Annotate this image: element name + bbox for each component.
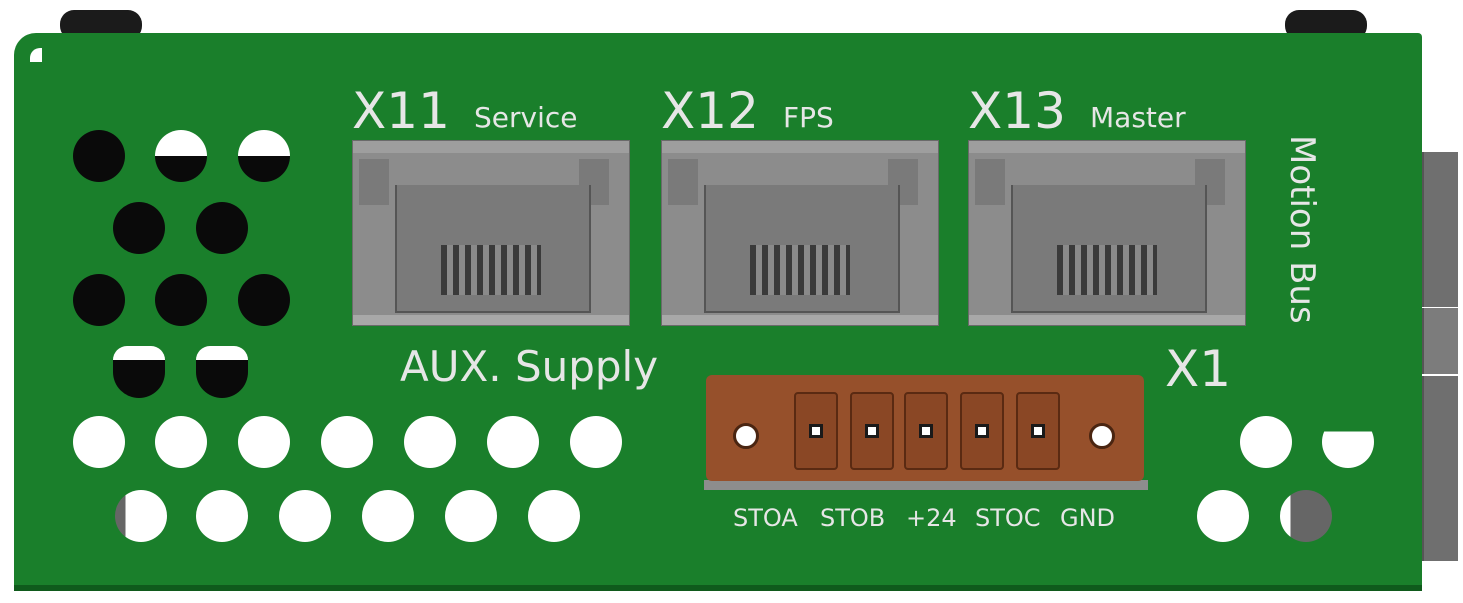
jack-contacts: [441, 245, 541, 295]
jack-contacts: [1057, 245, 1157, 295]
jack-shell-top: [662, 141, 938, 153]
vent-hole: [238, 416, 290, 468]
vent-hole: [487, 416, 539, 468]
vent-hole: [1240, 416, 1292, 468]
terminal-screw: [865, 424, 879, 438]
vent-hole: [196, 346, 248, 360]
jack-tab-left: [359, 159, 389, 205]
jack-tab-left: [668, 159, 698, 205]
vent-hole: [238, 274, 290, 326]
pcb-edge: [14, 585, 1422, 591]
jack-base: [969, 315, 1245, 325]
port-name-fps: FPS: [783, 101, 834, 134]
motion-bus-label: Motion Bus: [1282, 135, 1322, 324]
corner-mark: [30, 48, 42, 62]
terminal-gnd[interactable]: [1016, 392, 1060, 470]
jack-tab-left: [975, 159, 1005, 205]
terminal-screw: [809, 424, 823, 438]
port-name-service: Service: [474, 101, 578, 134]
vent-hole: [196, 490, 248, 542]
vent-hole: [73, 130, 125, 182]
vent-hole: [1280, 490, 1332, 542]
pin-label-stob: STOB: [820, 504, 886, 532]
connector-base: [704, 480, 1148, 490]
rj45-jack-x13[interactable]: [968, 140, 1246, 326]
terminal-stoa[interactable]: [794, 392, 838, 470]
connector-id-x1: X1: [1165, 340, 1232, 398]
vent-hole: [570, 416, 622, 468]
terminal-screw: [1031, 424, 1045, 438]
connector-mount-screw-left: [733, 423, 759, 449]
pin-label-plus24: +24: [906, 504, 957, 532]
jack-contacts: [750, 245, 850, 295]
rj45-jack-x11[interactable]: [352, 140, 630, 326]
terminal-screw: [919, 424, 933, 438]
vent-hole: [1322, 416, 1374, 468]
pin-label-stoa: STOA: [733, 504, 798, 532]
terminal-plus24[interactable]: [904, 392, 948, 470]
vent-hole: [196, 202, 248, 254]
vent-hole: [115, 490, 167, 542]
jack-base: [662, 315, 938, 325]
vent-hole: [113, 346, 165, 360]
terminal-stoc[interactable]: [960, 392, 1004, 470]
vent-hole: [1197, 490, 1249, 542]
rj45-jack-x12[interactable]: [661, 140, 939, 326]
port-id-x13: X13: [968, 82, 1066, 140]
vent-hole: [279, 490, 331, 542]
pin-label-gnd: GND: [1060, 504, 1116, 532]
vent-hole: [155, 416, 207, 468]
vent-hole: [362, 490, 414, 542]
jack-shell-top: [353, 141, 629, 153]
port-id-x11: X11: [352, 82, 450, 140]
port-id-x12: X12: [661, 82, 759, 140]
terminal-screw: [975, 424, 989, 438]
vent-hole: [113, 202, 165, 254]
connector-mount-screw-right: [1089, 423, 1115, 449]
vent-hole: [155, 274, 207, 326]
side-bracket-middle: [1422, 308, 1458, 374]
terminal-stob[interactable]: [850, 392, 894, 470]
vent-hole: [73, 416, 125, 468]
aux-supply-label: AUX. Supply: [400, 342, 659, 391]
vent-hole: [528, 490, 580, 542]
side-bracket-lower: [1422, 376, 1458, 561]
vent-hole: [404, 416, 456, 468]
pin-label-stoc: STOC: [975, 504, 1041, 532]
jack-shell-top: [969, 141, 1245, 153]
port-name-master: Master: [1090, 101, 1186, 134]
vent-hole: [73, 274, 125, 326]
side-bracket-upper: [1422, 152, 1458, 307]
jack-base: [353, 315, 629, 325]
vent-hole: [321, 416, 373, 468]
vent-hole: [445, 490, 497, 542]
